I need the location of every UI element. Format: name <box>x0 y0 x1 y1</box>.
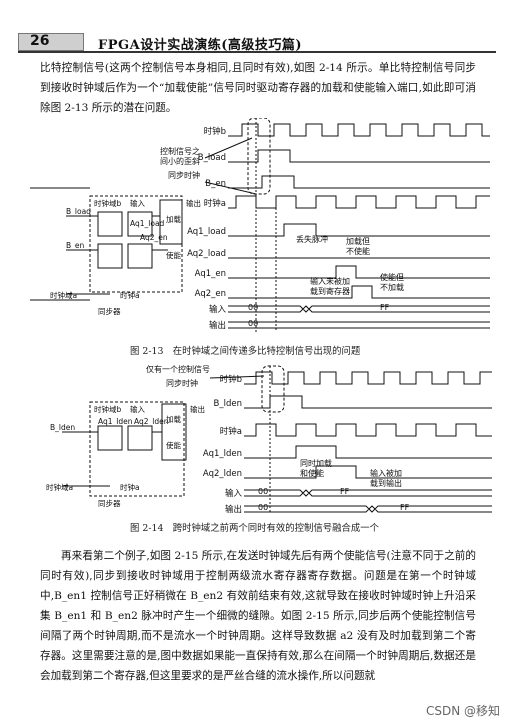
fig13-note-sync-clock: 同步时钟 <box>168 170 200 180</box>
fig14-circuit-clk-b: 时钟域b <box>94 404 121 414</box>
fig13-circuit-aq2: Aq2_en <box>140 233 168 242</box>
page-header: 26 FPGA设计实战演练(高级技巧篇) <box>0 0 514 53</box>
fig13-circuit-b-en: B_en <box>66 241 85 250</box>
paragraph-1: 比特控制信号(这两个控制信号本身相同,且同时有效),如图 2-14 所示。单比特… <box>40 62 476 114</box>
watermark: CSDN @移知 <box>425 704 500 718</box>
fig14-label-b-lden: B_lden <box>214 399 242 409</box>
fig14-note-loaded-2: 载到输出 <box>370 478 402 488</box>
fig14-circuit-input: 输入 <box>130 404 145 414</box>
fig14-circuit-aq2: Aq2_lden <box>134 417 169 426</box>
fig14-bus-out-ff: FF <box>400 503 410 512</box>
fig13-note-en-no-load-1: 使能但 <box>380 272 404 282</box>
fig13-note-not-loaded-1: 输入未被加 <box>310 276 350 286</box>
fig13-note-not-loaded-2: 载到寄存器 <box>310 286 350 296</box>
fig13-bus-in-ff: FF <box>380 303 390 312</box>
figure-2-13-caption: 图 2-13 在时钟域之间传递多比特控制信号出现的问题 <box>130 346 361 357</box>
fig13-circuit-output: 输出 <box>186 198 201 208</box>
fig13-label-aq2-load: Aq2_load <box>187 249 226 259</box>
fig13-circuit-input: 输入 <box>130 198 145 208</box>
fig13-circuit-load: 加载 <box>166 214 181 224</box>
fig13-note-en-no-load-2: 不加载 <box>380 282 404 292</box>
fig13-label-input: 输入 <box>209 304 227 315</box>
fig13-label-b-en: B_en <box>205 179 226 189</box>
fig13-label-aq1-en: Aq1_en <box>195 269 226 279</box>
fig13-bus-out-00: 00 <box>248 319 258 328</box>
fig14-circuit-load: 加载 <box>166 414 181 424</box>
fig14-note-sync-clock: 同步时钟 <box>166 378 198 388</box>
header-rule <box>18 51 496 53</box>
fig14-note-load-en-2: 和使能 <box>300 468 324 478</box>
fig14-label-aq2-lden: Aq2_lden <box>203 469 242 479</box>
fig14-note-single-signal: 仅有一个控制信号 <box>146 364 210 374</box>
fig14-label-clk-b: 时钟b <box>220 374 242 385</box>
paragraph-2: 再来看第二个例子,如图 2-15 所示,在发送时钟域先后有两个使能信号(注意不同… <box>40 550 476 682</box>
figure-2-14: 时钟b B_lden 时钟a Aq1_lden Aq2_lden 输入 输出 仅… <box>46 364 492 514</box>
fig13-circuit-clk-domain-a: 时钟域a <box>50 290 77 300</box>
fig13-circuit-synchronizer: 同步器 <box>98 307 121 316</box>
fig14-bus-in-00: 00 <box>258 487 268 496</box>
fig14-bus-out-00: 00 <box>258 503 268 512</box>
fig13-label-aq2-en: Aq2_en <box>195 289 226 299</box>
fig14-circuit-enable: 使能 <box>166 440 181 450</box>
fig14-circuit-synchronizer: 同步器 <box>98 499 121 508</box>
fig13-label-clk-a: 时钟a <box>204 198 226 209</box>
fig13-circuit-clk-a: 时钟a <box>120 290 140 300</box>
fig13-note-load-no-en-2: 不使能 <box>346 246 370 256</box>
figure-2-14-caption: 图 2-14 跨时钟域之前两个同时有效的控制信号融合成一个 <box>130 523 380 534</box>
fig14-circuit-b-lden: B_lden <box>50 423 75 432</box>
fig13-note-skew-2: 间小的歪斜 <box>160 156 200 166</box>
page-number-box <box>18 33 84 51</box>
fig14-bus-in-ff: FF <box>340 487 350 496</box>
fig14-label-clk-a: 时钟a <box>220 426 242 437</box>
fig13-note-skew-1: 控制信号之 <box>160 146 200 156</box>
fig14-circuit-clk-domain-a: 时钟域a <box>46 482 73 492</box>
fig13-label-b-load: B_load <box>198 153 226 163</box>
fig13-label-aq1-load: Aq1_load <box>187 227 226 237</box>
fig14-circuit-clk-a: 时钟a <box>120 482 140 492</box>
figure-2-13: 时钟b B_load B_en 时钟a Aq1_load Aq2_load Aq… <box>30 118 490 332</box>
book-title: FPGA设计实战演练(高级技巧篇) <box>98 38 302 53</box>
fig13-label-output: 输出 <box>209 320 226 331</box>
fig14-label-aq1-lden: Aq1_lden <box>203 449 242 459</box>
fig13-label-clk-b: 时钟b <box>204 126 226 137</box>
fig13-circuit-enable: 使能 <box>166 250 181 260</box>
fig14-note-load-en-1: 同时加载 <box>300 458 332 468</box>
fig13-bus-in-00: 00 <box>248 303 258 312</box>
fig14-label-output: 输出 <box>225 504 242 514</box>
fig14-note-loaded-1: 输入被加 <box>370 468 402 478</box>
fig13-note-load-no-en-1: 加载但 <box>346 236 370 246</box>
fig14-circuit-aq1: Aq1_lden <box>98 417 133 426</box>
fig13-circuit-b-load: B_load <box>66 207 91 216</box>
fig13-circuit-aq1: Aq1_load <box>130 219 165 228</box>
fig14-circuit-output: 输出 <box>190 404 205 414</box>
fig13-note-lost-pulse: 丢失脉冲 <box>296 234 328 244</box>
fig13-circuit-clk-b: 时钟域b <box>94 198 121 208</box>
page-number: 26 <box>30 33 50 49</box>
fig14-label-input: 输入 <box>225 488 243 499</box>
